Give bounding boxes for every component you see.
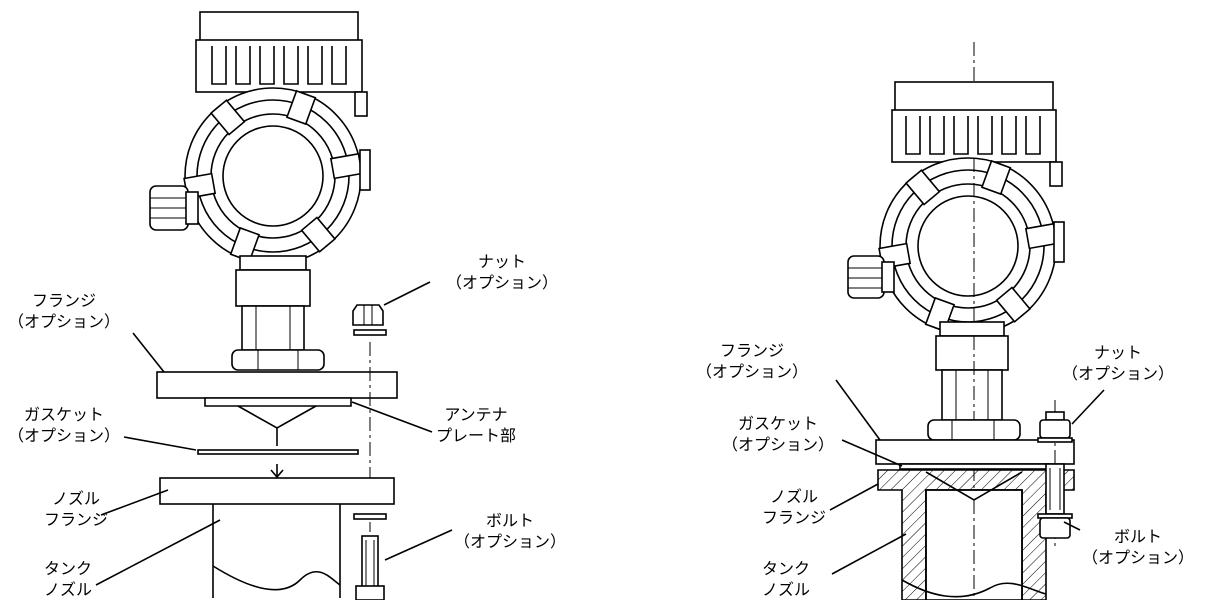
right-label-gasket: ガスケット （オプション） <box>722 413 834 455</box>
left-gland-nut <box>185 191 199 225</box>
right-hex-nut <box>927 419 1021 441</box>
left-label-nozzle-flange: ノズル フランジ <box>44 488 108 530</box>
left-flange <box>156 371 398 399</box>
left-nut <box>352 304 384 326</box>
right-label-gasket-line1: ガスケット <box>738 414 819 433</box>
left-housing-cap-top <box>199 11 359 43</box>
left-label-antenna-plate: アンテナ プレート部 <box>436 404 516 446</box>
left-label-gasket: ガスケット （オプション） <box>8 404 120 446</box>
left-cover-window <box>222 125 324 227</box>
right-flange <box>875 439 1075 465</box>
left-neck-lower <box>241 305 305 351</box>
left-label-tank-nozzle-line1: タンク <box>44 559 93 578</box>
right-cable-gland <box>847 255 885 299</box>
right-label-bolt: ボルト （オプション） <box>1082 526 1194 568</box>
right-label-nut: ナット （オプション） <box>1062 342 1174 384</box>
left-label-antenna-plate-line1: アンテナ <box>444 405 508 424</box>
left-label-antenna-plate-line2: プレート部 <box>436 426 517 445</box>
left-label-nut: ナット （オプション） <box>446 251 558 293</box>
left-label-gasket-line1: ガスケット <box>24 405 105 424</box>
right-leader-lines <box>829 379 1105 575</box>
left-label-gasket-line2: （オプション） <box>8 426 121 445</box>
right-housing-lug <box>1049 161 1063 187</box>
left-label-nozzle-flange-line1: ノズル <box>52 489 101 508</box>
left-transmitter <box>149 11 398 600</box>
left-label-flange-line1: フランジ <box>32 291 97 310</box>
right-label-nozzle-flange: ノズル フランジ <box>762 486 826 528</box>
left-bolt <box>361 535 379 593</box>
left-leader-lines <box>95 281 453 586</box>
right-label-flange: フランジ （オプション） <box>696 340 808 382</box>
left-gasket <box>197 449 359 455</box>
left-washer-bottom <box>353 513 387 520</box>
left-label-bolt: ボルト （オプション） <box>454 510 566 552</box>
right-label-nut-line1: ナット <box>1094 343 1143 362</box>
right-label-tank-nozzle-line1: タンク <box>762 559 811 578</box>
right-label-bolt-line2: （オプション） <box>1082 548 1195 567</box>
left-label-flange: フランジ （オプション） <box>8 290 120 332</box>
right-transmitter <box>847 42 1075 600</box>
right-label-bolt-line1: ボルト <box>1114 527 1163 546</box>
left-antenna-plate <box>204 397 352 407</box>
right-label-tank-nozzle: タンク ノズル <box>762 558 810 600</box>
left-label-nut-line1: ナット <box>478 252 527 271</box>
left-tank-nozzle <box>212 504 341 598</box>
left-housing-lug <box>354 91 368 117</box>
right-label-nut-line2: （オプション） <box>1062 364 1175 383</box>
right-neck-lower <box>941 369 1003 421</box>
right-label-gasket-line2: （オプション） <box>722 435 835 454</box>
left-side-lug <box>359 149 371 191</box>
right-housing-cap-top <box>894 81 1054 113</box>
right-nut <box>1039 419 1071 439</box>
right-label-tank-nozzle-line2: ノズル <box>762 580 811 599</box>
right-neck <box>935 335 1009 371</box>
left-label-nut-line2: （オプション） <box>446 273 559 292</box>
left-washer-top <box>353 329 387 336</box>
left-label-bolt-line1: ボルト <box>486 511 535 530</box>
left-label-tank-nozzle: タンク ノズル <box>44 558 92 600</box>
right-neck-top <box>939 321 1005 337</box>
right-label-nozzle-flange-line1: ノズル <box>770 487 819 506</box>
right-label-nozzle-flange-line2: フランジ <box>762 508 827 527</box>
right-bolt-shank <box>1045 463 1065 515</box>
left-neck-top <box>239 255 307 271</box>
left-label-flange-line2: （オプション） <box>8 312 121 331</box>
right-label-flange-line2: （オプション） <box>696 362 809 381</box>
left-label-bolt-line2: （オプション） <box>454 532 567 551</box>
left-label-tank-nozzle-line2: ノズル <box>44 580 93 599</box>
right-label-flange-line1: フランジ <box>720 341 785 360</box>
right-cover-window <box>917 195 1019 297</box>
left-nozzle-flange <box>159 477 395 505</box>
left-hex-nut <box>231 349 325 371</box>
right-gasket <box>899 463 1049 470</box>
right-bolt-head <box>1039 517 1071 539</box>
left-neck <box>235 269 311 307</box>
left-label-nozzle-flange-line2: フランジ <box>44 510 109 529</box>
